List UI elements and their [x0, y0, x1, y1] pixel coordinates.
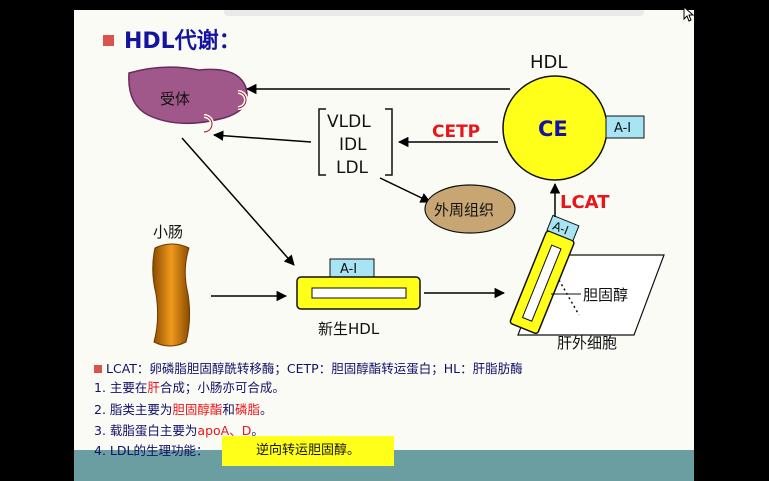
peripheral-tissue-shape — [424, 184, 516, 234]
note1-post: 合成；小肠亦可合成。 — [159, 380, 285, 395]
ai-label-cell: A-Ⅰ — [551, 219, 571, 238]
receptor-icon-outline — [237, 91, 247, 109]
cholesterol-label: 胆固醇 — [583, 286, 628, 304]
nascent-hdl-core — [311, 287, 407, 299]
arrow-ldl-to-liver — [212, 130, 312, 143]
note2-pre: 2. 脂类主要为 — [94, 402, 173, 417]
note3-pre: 3. 载脂蛋白主要为 — [94, 423, 198, 438]
cetp-label: CETP — [432, 122, 480, 142]
note-point-2: 2. 脂类主要为胆固醇酯和磷脂。 — [94, 399, 272, 418]
note3-red: apoA、D — [197, 423, 252, 438]
cell-hdl-core — [521, 244, 562, 322]
top-tab — [224, 10, 644, 16]
note-point-1: 1. 主要在肝合成；小肠亦可合成。 — [94, 377, 285, 396]
idl-label: IDL — [339, 135, 367, 155]
note-point-4: 4. LDL的生理功能： — [94, 443, 209, 458]
ai-label-hdl: A-Ⅰ — [614, 121, 631, 136]
intestine-shape — [152, 243, 191, 347]
ai-box-cell — [546, 214, 580, 242]
slide: HDL代谢： 受体 HDL CE A-Ⅰ VLDL IDL LDL CETP 外… — [74, 10, 694, 481]
arrow-liver-to-nascent — [181, 137, 295, 266]
hdl-label: HDL — [530, 52, 567, 73]
lcat-label: LCAT — [560, 192, 610, 213]
definitions-line: LCAT：卵磷脂胆固醇酰转移酶；CETP：胆固醇酯转运蛋白；HL：肝脂肪酶 — [94, 358, 523, 377]
arrow-ldl-to-peripheral — [379, 177, 431, 203]
membrane-dots — [558, 279, 580, 316]
left-bracket — [318, 108, 326, 176]
nascent-hdl-label: 新生HDL — [318, 320, 380, 338]
receptor-icon-outline — [203, 115, 213, 133]
intestine-label: 小肠 — [153, 223, 183, 241]
slide-title: HDL代谢： — [124, 28, 241, 54]
peripheral-tissue-label: 外周组织 — [434, 201, 494, 219]
right-bracket — [385, 108, 393, 176]
ldl-label: LDL — [336, 158, 369, 178]
hdl-diagram: HDL代谢： 受体 HDL CE A-Ⅰ VLDL IDL LDL CETP 外… — [103, 28, 665, 352]
ai-box-hdl — [605, 115, 645, 139]
ai-label-nascent: A-Ⅰ — [340, 262, 357, 277]
mouse-cursor-icon — [683, 6, 695, 22]
extrahepatic-cell-label: 肝外细胞 — [557, 334, 617, 352]
note2-post: 。 — [259, 402, 273, 417]
note3-post: 。 — [251, 423, 264, 438]
note2-red1: 胆固醇酯 — [172, 402, 223, 417]
note2-mid: 和 — [222, 402, 235, 417]
ce-label: CE — [538, 117, 568, 141]
note1-red: 肝 — [147, 380, 160, 395]
note-point-3: 3. 载脂蛋白主要为apoA、D。 — [94, 420, 264, 439]
receptor-label: 受体 — [160, 90, 190, 108]
title-bullet — [103, 35, 114, 46]
definitions-text: LCAT：卵磷脂胆固醇酰转移酶；CETP：胆固醇酯转运蛋白；HL：肝脂肪酶 — [106, 361, 523, 376]
note1-pre: 1. 主要在 — [94, 380, 148, 395]
notes-bullet — [94, 365, 102, 373]
answer-box: 逆向转运胆固醇。 — [222, 436, 394, 466]
vldl-label: VLDL — [327, 112, 371, 132]
note2-red2: 磷脂 — [234, 402, 260, 417]
